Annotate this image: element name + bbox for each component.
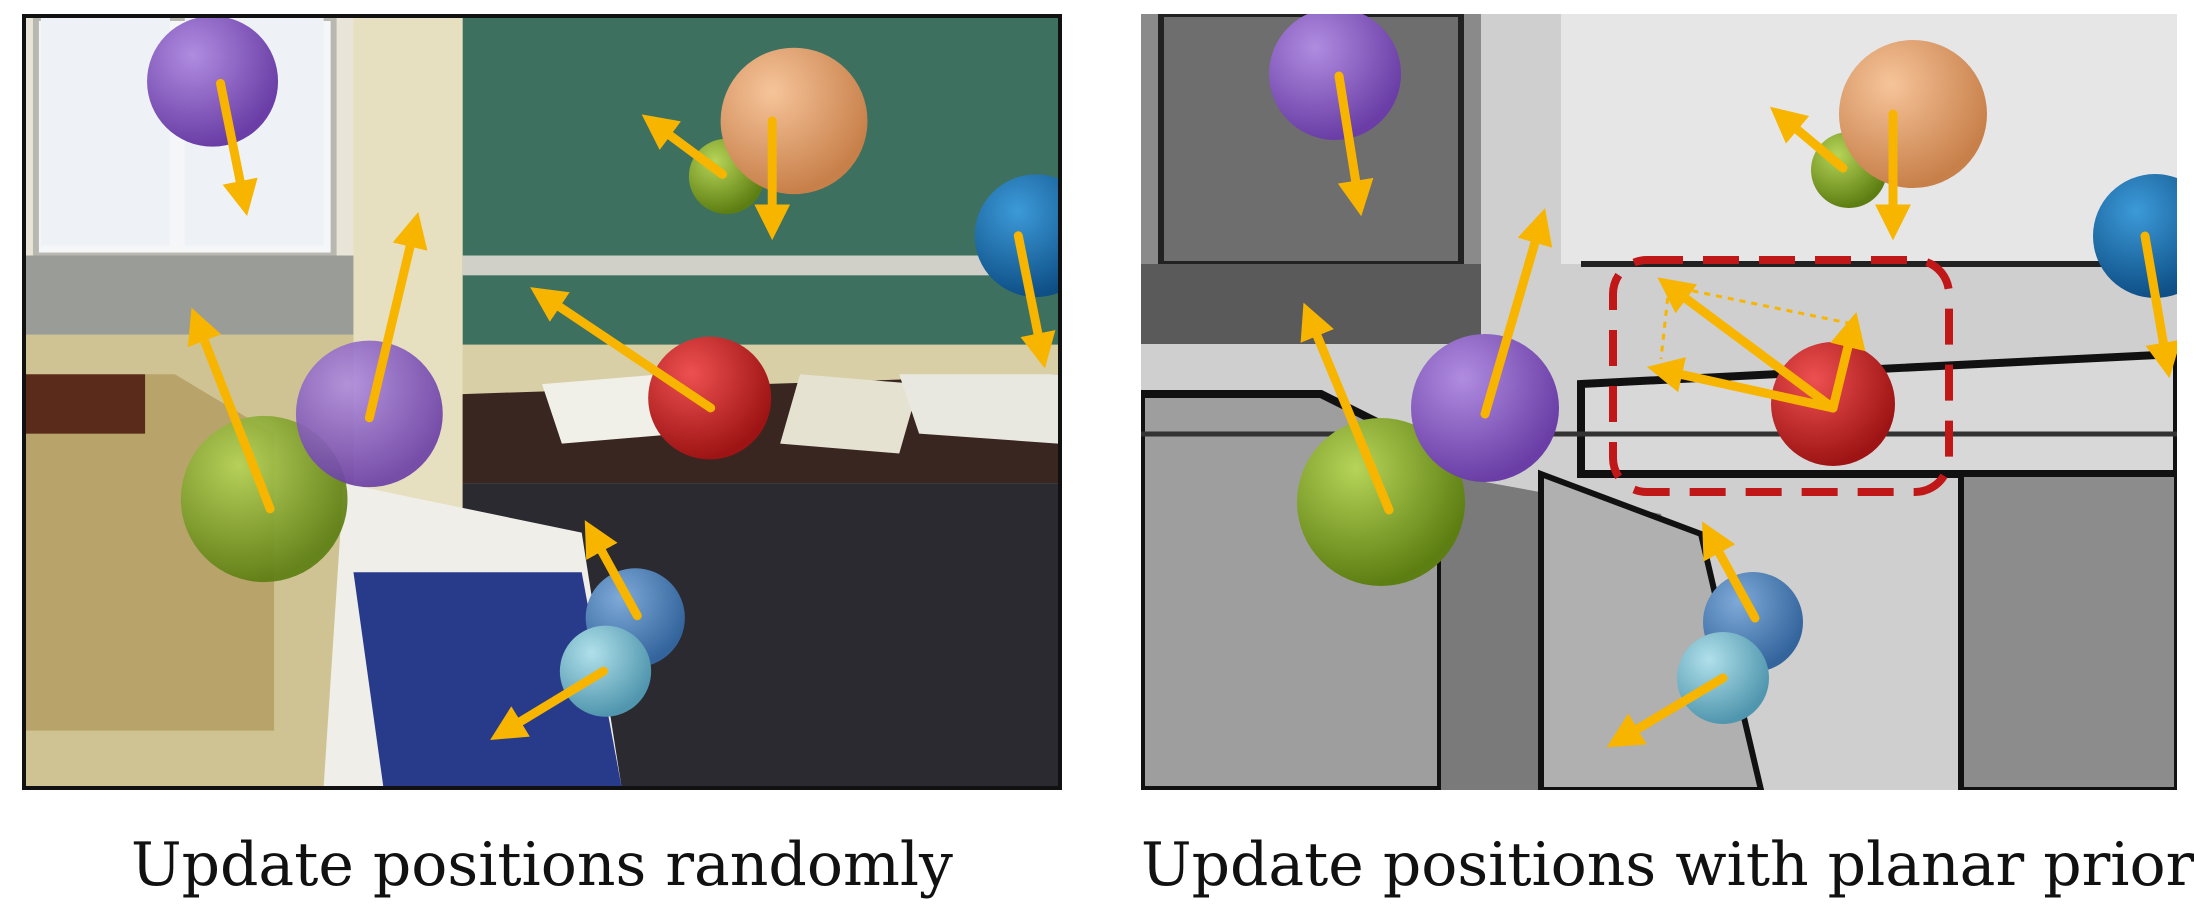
- orange-sphere-right: [1839, 40, 1987, 188]
- caption-left: Update positions randomly: [131, 830, 953, 900]
- update-arrows: [187, 78, 1056, 740]
- teal-sphere-right: [2093, 174, 2177, 298]
- left-figure-panel: [22, 14, 1062, 790]
- planar-prior-highlight-box: [1609, 256, 1953, 496]
- dotted-guide-top: [1668, 284, 1854, 326]
- purple-sphere: [147, 18, 279, 147]
- red-sphere: [648, 336, 772, 460]
- left-scene-image: [26, 18, 1058, 786]
- update-arrows-right: [1300, 71, 2177, 748]
- right-figure-panel: [1141, 14, 2177, 790]
- right-scene-image: [1141, 14, 2177, 790]
- orange-sphere: [720, 47, 868, 195]
- caption-right: Update positions with planar priors: [1141, 830, 2194, 900]
